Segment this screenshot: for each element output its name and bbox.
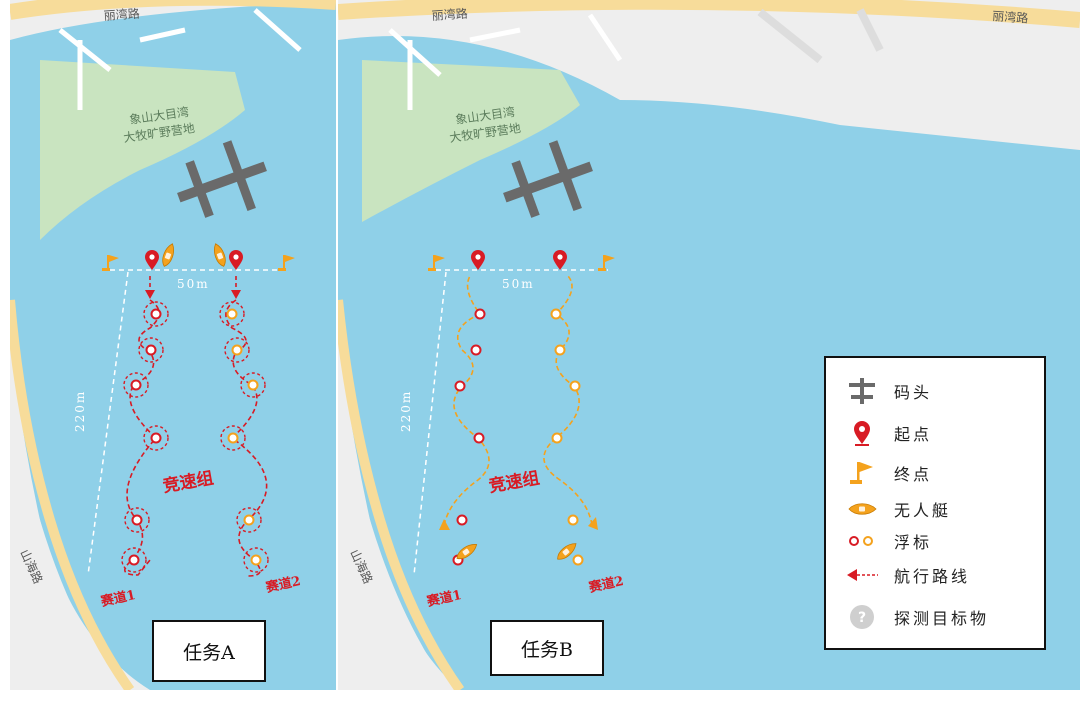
end-flag-icon: [844, 458, 880, 488]
road-label-top: 丽湾路: [431, 6, 468, 23]
lane-1-label: 赛道1: [425, 587, 464, 610]
road-label-top-right: 丽湾路: [992, 8, 1029, 25]
legend-label: 探测目标物: [894, 609, 990, 628]
legend-label: 终点: [894, 465, 933, 484]
distance-length: 220m: [399, 390, 413, 432]
task-a-label: 任务A: [152, 620, 266, 682]
road-label-top: 丽湾路: [103, 6, 140, 23]
legend-item-buoy: 浮标: [844, 526, 932, 556]
legend-label: 码头: [894, 383, 933, 402]
drone-boat-icon: [844, 494, 880, 524]
buoy-icon: [844, 526, 880, 556]
distance-width: 50m: [502, 277, 535, 291]
legend-label: 无人艇: [894, 501, 952, 520]
legend-item-boat: 无人艇: [844, 494, 951, 524]
legend-label: 浮标: [894, 533, 933, 552]
legend-label: 航行路线: [894, 567, 971, 586]
legend-item-target: ? 探测目标物: [844, 602, 989, 632]
svg-text:?: ?: [858, 610, 866, 626]
legend-item-start: 起点: [844, 418, 932, 448]
legend-box: 码头 起点 终点 无人艇 浮标 航行路线 ? 探测目标物: [824, 356, 1046, 650]
task-b-label: 任务B: [490, 620, 604, 676]
target-question-icon: ?: [844, 602, 880, 632]
panel-a-map: [10, 0, 336, 690]
distance-width: 50m: [177, 277, 210, 291]
lane-2-label: 赛道2: [587, 573, 626, 596]
legend-item-pier: 码头: [844, 376, 932, 406]
legend-item-route: 航行路线: [844, 560, 970, 590]
lane-2-label: 赛道2: [264, 573, 303, 596]
start-point-icon: [844, 418, 880, 448]
distance-length: 220m: [73, 390, 87, 432]
course-a: 50m 220m 竞速组 赛道1: [73, 241, 303, 610]
pier-icon: [844, 376, 880, 406]
route-arrow-icon: [844, 560, 880, 590]
lane-1-label: 赛道1: [99, 587, 138, 610]
legend-label: 起点: [894, 425, 933, 444]
legend-item-end: 终点: [844, 458, 932, 488]
